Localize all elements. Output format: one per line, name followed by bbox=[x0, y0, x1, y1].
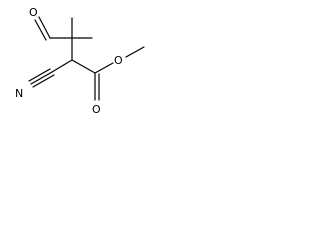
nitrile-nitrogen-label: N bbox=[15, 87, 23, 100]
ether-oxygen-to-methyl-bond bbox=[125, 46, 145, 58]
aldehyde-oxygen-label: O bbox=[29, 6, 38, 19]
ch-to-nitrile-carbon-bond bbox=[51, 59, 73, 73]
nitrile-triple-bond-1 bbox=[30, 71, 53, 85]
ch-to-ester-carbon-bond bbox=[71, 59, 96, 74]
structural-formula: O N O O bbox=[15, 6, 145, 116]
ester-carbonyl-oxygen-label: O bbox=[92, 103, 101, 116]
ester-carbon-to-ether-oxygen-bond bbox=[94, 62, 114, 74]
ester-ether-oxygen-label: O bbox=[114, 54, 123, 67]
nitrile-triple-bond-3 bbox=[32, 74, 55, 88]
nitrile-triple-bond-2 bbox=[28, 68, 51, 82]
aldehyde-double-bond-inner bbox=[34, 19, 47, 41]
aldehyde-double-bond bbox=[38, 16, 51, 39]
